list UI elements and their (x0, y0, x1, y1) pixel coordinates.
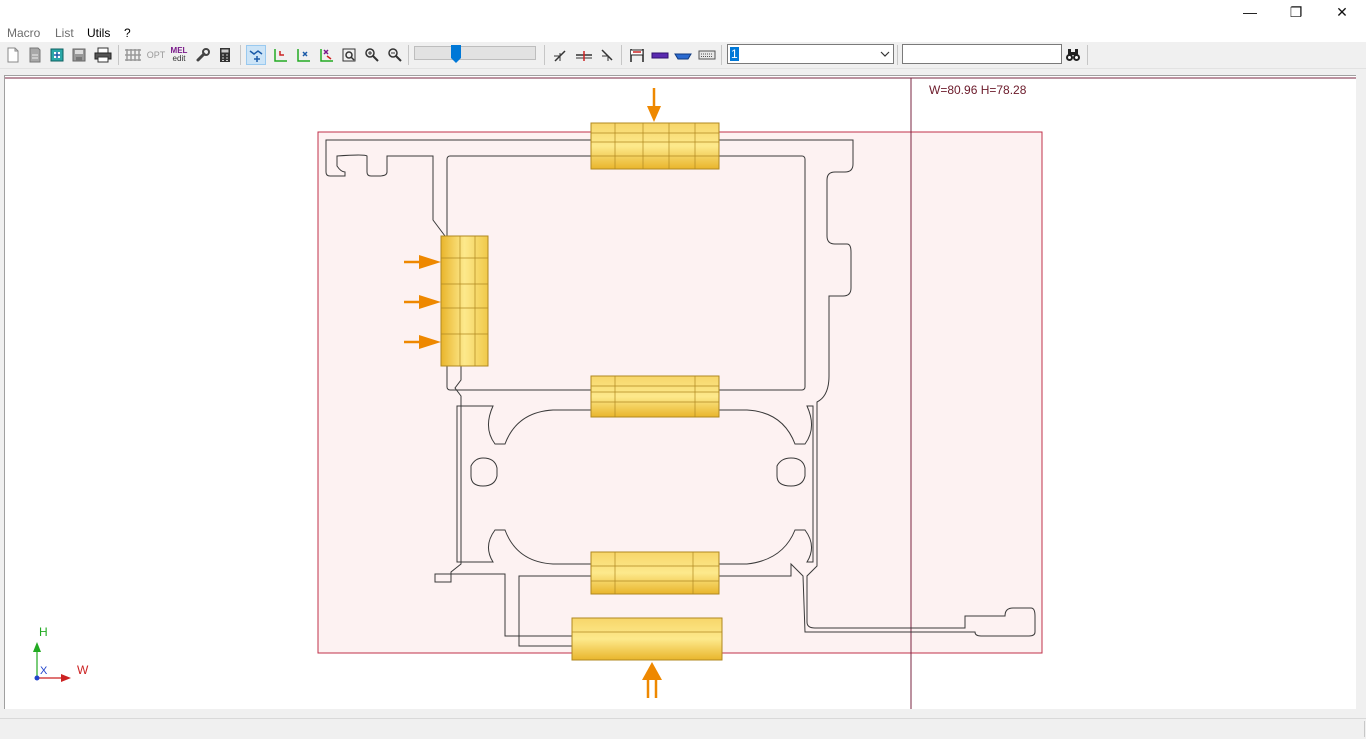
close-button[interactable]: ✕ (1319, 0, 1365, 24)
open-button[interactable] (25, 45, 45, 65)
zoom-slider-thumb[interactable] (451, 45, 461, 63)
support-block-bottom (571, 617, 723, 661)
axis-indicator: H W X (33, 625, 89, 682)
toolbar-separator (544, 45, 545, 65)
new-file-icon (7, 47, 19, 63)
support-block-lower (590, 551, 720, 595)
toolbar-separator (621, 45, 622, 65)
zoom-out-icon (388, 48, 402, 62)
dimension-readout: W=80.96 H=78.28 (929, 83, 1027, 97)
arrow-top-icon (647, 88, 661, 122)
menu-bar: Macro List Utils ? (0, 24, 1366, 42)
slider-thumb-icon (451, 45, 461, 63)
flag-icon (630, 49, 644, 62)
restore-button[interactable]: ❐ (1273, 0, 1319, 24)
menu-utils[interactable]: Utils (87, 26, 111, 40)
item-select-value: 1 (730, 47, 739, 61)
toolbar-separator (897, 45, 898, 65)
align-icon (554, 50, 566, 62)
zoom-slider[interactable] (414, 46, 536, 60)
toolbar-separator (408, 45, 409, 65)
cut-line-button[interactable] (574, 45, 594, 65)
rotate-xy-icon (320, 49, 333, 62)
zoom-window-icon (342, 48, 356, 62)
toolbar-separator (721, 45, 722, 65)
settings-button[interactable] (193, 45, 213, 65)
zoom-in-button[interactable] (362, 45, 382, 65)
toolbar-separator (240, 45, 241, 65)
print-icon (94, 47, 112, 63)
minimize-icon: — (1243, 4, 1257, 20)
status-bar (0, 718, 1366, 739)
new-file-button[interactable] (3, 45, 23, 65)
open-project-button[interactable] (47, 45, 67, 65)
save-icon (72, 48, 86, 62)
rotate-xy-button[interactable] (316, 45, 336, 65)
toolbar: OPT MEL edit (0, 42, 1366, 69)
support-block-left (440, 235, 489, 367)
flag-button[interactable] (627, 45, 647, 65)
fit-view-button[interactable] (246, 45, 266, 65)
grid-icon (125, 49, 141, 61)
profile-bar-icon (651, 52, 669, 59)
vertical-scrollbar[interactable] (1356, 75, 1366, 709)
grid-button[interactable] (123, 45, 143, 65)
item-select[interactable]: 1 (727, 44, 894, 64)
axis-w-label: W (77, 663, 89, 677)
fit-view-icon (249, 50, 263, 62)
open-project-icon (50, 48, 64, 62)
mel-edit-button[interactable]: MEL edit (169, 45, 189, 65)
calculator-button[interactable] (215, 45, 235, 65)
menu-help[interactable]: ? (124, 26, 131, 40)
title-bar: — ❐ ✕ (0, 0, 1366, 24)
toolbar-separator (1087, 45, 1088, 65)
mirror-icon (601, 49, 613, 61)
menu-macro[interactable]: Macro (7, 26, 41, 40)
boat-icon (674, 53, 692, 60)
keyboard-button[interactable] (697, 45, 717, 65)
align-button[interactable] (550, 45, 570, 65)
open-icon (29, 47, 41, 63)
zoom-in-icon (365, 48, 379, 62)
toolbar-separator (118, 45, 119, 65)
save-button[interactable] (69, 45, 89, 65)
opt-icon: OPT (146, 50, 166, 60)
mel-edit-label: edit (172, 54, 186, 63)
keyboard-icon (698, 50, 716, 60)
arrow-left-3-icon (404, 335, 441, 349)
binoculars-icon (1066, 49, 1080, 61)
print-button[interactable] (93, 45, 113, 65)
close-icon: ✕ (1336, 3, 1348, 20)
rotate-x-icon (297, 49, 310, 62)
find-button[interactable] (1063, 45, 1083, 65)
restore-icon: ❐ (1289, 3, 1303, 20)
rotate-h-button[interactable] (270, 45, 290, 65)
wrench-icon (196, 48, 210, 62)
menu-list[interactable]: List (55, 26, 74, 40)
rotate-h-icon (274, 49, 287, 62)
calculator-icon (220, 48, 230, 62)
profile-drawing[interactable]: H W X (5, 76, 1356, 709)
arrow-left-1-icon (404, 255, 441, 269)
support-block-top (590, 122, 720, 170)
cut-line-icon (576, 51, 592, 61)
arrow-bottom-icon (642, 662, 662, 698)
zoom-window-button[interactable] (339, 45, 359, 65)
rotate-x-button[interactable] (293, 45, 313, 65)
opt-button[interactable]: OPT (145, 45, 167, 65)
search-input[interactable] (902, 44, 1062, 64)
axis-x-label: X (40, 665, 48, 677)
minimize-button[interactable]: — (1227, 0, 1273, 24)
arrow-left-2-icon (404, 295, 441, 309)
status-separator (1364, 721, 1365, 737)
profile-bar-button[interactable] (650, 45, 670, 65)
support-block-middle (590, 375, 720, 418)
zoom-out-button[interactable] (385, 45, 405, 65)
mirror-button[interactable] (597, 45, 617, 65)
axis-h-label: H (39, 625, 48, 639)
chevron-down-icon[interactable] (877, 45, 893, 63)
boat-button[interactable] (673, 45, 693, 65)
mel-edit-icon: MEL (170, 46, 188, 55)
drawing-canvas[interactable]: H W X W=80.96 H=78.28 (4, 75, 1356, 709)
